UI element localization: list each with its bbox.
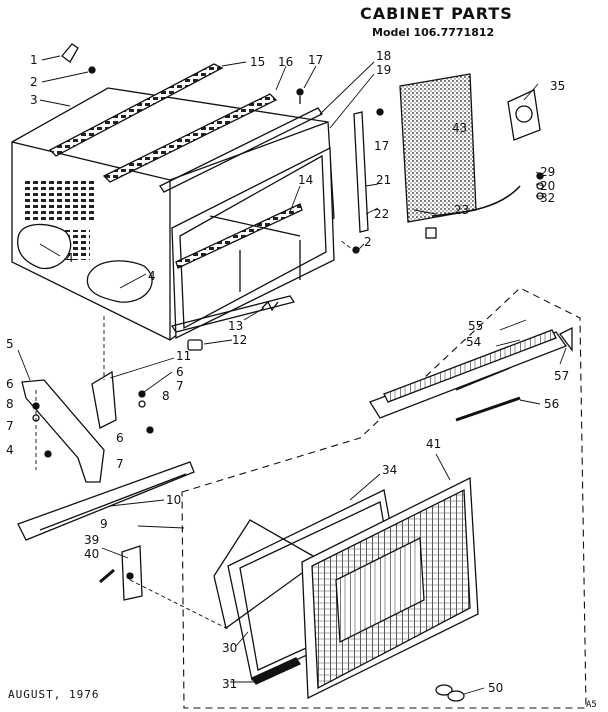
callout-21: 21 <box>376 173 391 187</box>
callout-1: 1 <box>30 53 38 67</box>
callout-57: 57 <box>554 369 569 383</box>
callout-4: 4 <box>148 269 156 283</box>
callout-4: 4 <box>6 443 14 457</box>
callout-19: 19 <box>376 63 391 77</box>
callout-6: 6 <box>6 377 14 391</box>
callout-10: 10 <box>166 493 181 507</box>
hardware-parts <box>17 43 544 601</box>
callout-50: 50 <box>488 681 503 695</box>
callout-35: 35 <box>550 79 565 93</box>
callout-4: 4 <box>66 251 74 265</box>
callout-6: 6 <box>176 365 184 379</box>
callout-29: 29 <box>540 165 555 179</box>
callout-13: 13 <box>228 319 243 333</box>
callout-2: 2 <box>364 235 372 249</box>
callout-15: 15 <box>250 55 265 69</box>
callout-40: 40 <box>84 547 99 561</box>
callout-43: 43 <box>452 121 467 135</box>
page-title: CABINET PARTS <box>360 4 513 23</box>
callout-8: 8 <box>6 397 14 411</box>
callout-12: 12 <box>232 333 247 347</box>
callout-23: 23 <box>454 203 469 217</box>
callout-5: 5 <box>6 337 14 351</box>
callout-41: 41 <box>426 437 441 451</box>
leader-lines <box>17 55 567 695</box>
callout-7: 7 <box>116 457 124 471</box>
callout-3: 3 <box>30 93 38 107</box>
callout-7: 7 <box>176 379 184 393</box>
model-number: Model 106.7771812 <box>372 26 495 39</box>
assembly-boundary <box>181 287 587 709</box>
callout-34: 34 <box>382 463 397 477</box>
callout-20: 20 <box>540 179 555 193</box>
callout-32: 32 <box>540 191 555 205</box>
callout-16: 16 <box>278 55 293 69</box>
callout-18: 18 <box>376 49 391 63</box>
callout-54: 54 <box>466 335 481 349</box>
callout-8: 8 <box>162 389 170 403</box>
callout-7: 7 <box>6 419 14 433</box>
callout-2: 2 <box>30 75 38 89</box>
callout-9: 9 <box>100 517 108 531</box>
callout-39: 39 <box>84 533 99 547</box>
callout-17: 17 <box>308 53 323 67</box>
callout-11: 11 <box>176 349 191 363</box>
footer-date: AUGUST, 1976 <box>8 688 100 701</box>
callout-14: 14 <box>298 173 313 187</box>
callout-22: 22 <box>374 207 389 221</box>
callout-30: 30 <box>222 641 237 655</box>
cabinet-shell <box>11 63 335 351</box>
callout-6: 6 <box>116 431 124 445</box>
callout-56: 56 <box>544 397 559 411</box>
callout-55: 55 <box>468 319 483 333</box>
callout-17: 17 <box>374 139 389 153</box>
front-panel-assembly <box>213 326 573 702</box>
callout-31: 31 <box>222 677 237 691</box>
footer-code: A5 <box>586 700 597 710</box>
